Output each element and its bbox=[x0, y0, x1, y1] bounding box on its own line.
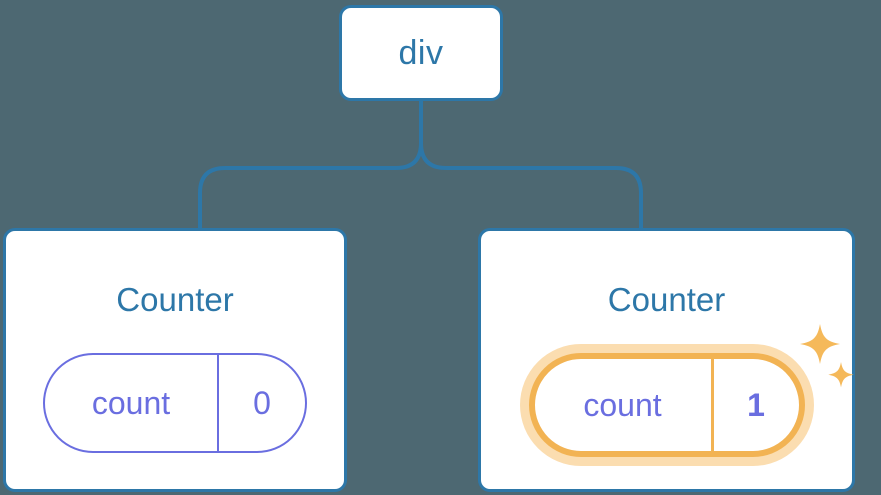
node-div[interactable]: div bbox=[339, 5, 503, 101]
counter-right-state-key: count bbox=[583, 387, 662, 423]
counter-right-state-pill[interactable]: count 1 bbox=[528, 353, 805, 457]
node-div-label: div bbox=[398, 34, 444, 72]
counter-left-state-key: count bbox=[91, 385, 171, 421]
node-counter-left[interactable]: Counter count 0 bbox=[3, 228, 347, 492]
counter-right-pill-divider bbox=[710, 359, 714, 451]
counter-left-title: Counter bbox=[116, 281, 234, 318]
connector-to-left-child bbox=[198, 98, 423, 232]
connector-to-right-child bbox=[419, 98, 643, 232]
counter-left-state-pill[interactable]: count 0 bbox=[43, 353, 307, 453]
counter-right-title: Counter bbox=[607, 281, 726, 318]
counter-right-state-value: 1 bbox=[747, 387, 765, 423]
counter-left-pill-divider bbox=[217, 355, 219, 451]
node-counter-right[interactable]: Counter count 1 bbox=[478, 228, 855, 492]
counter-left-state-value: 0 bbox=[253, 385, 271, 421]
